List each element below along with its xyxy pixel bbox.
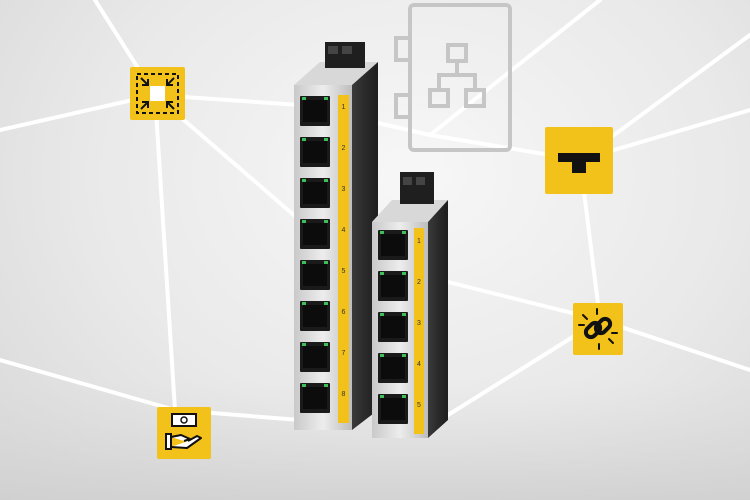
- port-number: 8: [342, 391, 346, 398]
- rj45-port: [378, 230, 408, 260]
- accent-stripe: [414, 228, 424, 434]
- rj45-port: [300, 260, 330, 290]
- rj45-port: [300, 342, 330, 372]
- din-rail-icon: [558, 153, 600, 173]
- rj45-port: [378, 353, 408, 383]
- port-number: 2: [417, 279, 421, 286]
- port-number: 1: [417, 238, 421, 245]
- cost-savings-badge: [157, 407, 211, 459]
- rj45-port: [378, 394, 408, 424]
- compact-size-icon: [136, 73, 179, 114]
- rj45-port: [300, 178, 330, 208]
- port-number: 3: [417, 320, 421, 327]
- network-topology-cabinet-icon: [394, 3, 512, 152]
- money-hand-icon: [165, 413, 202, 450]
- rj45-port: [300, 301, 330, 331]
- rj45-port: [300, 137, 330, 167]
- port-number: 5: [417, 402, 421, 409]
- rj45-port: [300, 96, 330, 126]
- port-number: 5: [342, 268, 346, 275]
- port-number: 6: [342, 309, 346, 316]
- port-number: 3: [342, 186, 346, 193]
- port-number: 4: [417, 361, 421, 368]
- compact-size-badge: [130, 67, 185, 120]
- rj45-port: [378, 271, 408, 301]
- port-number: 2: [342, 145, 346, 152]
- chain-link-icon: [578, 308, 618, 350]
- port-number: 4: [342, 227, 346, 234]
- rj45-port: [378, 312, 408, 342]
- accent-stripe: [338, 95, 349, 423]
- chain-link-badge: [573, 303, 623, 355]
- switch-8-port: 1 2 3 4 5 6 7 8: [294, 42, 378, 430]
- switch-5-port: 1 2 3 4 5: [372, 172, 448, 438]
- din-rail-badge: [545, 127, 613, 194]
- rj45-port: [300, 383, 330, 413]
- rj45-port: [300, 219, 330, 249]
- port-number: 7: [342, 350, 346, 357]
- port-number: 1: [342, 104, 346, 111]
